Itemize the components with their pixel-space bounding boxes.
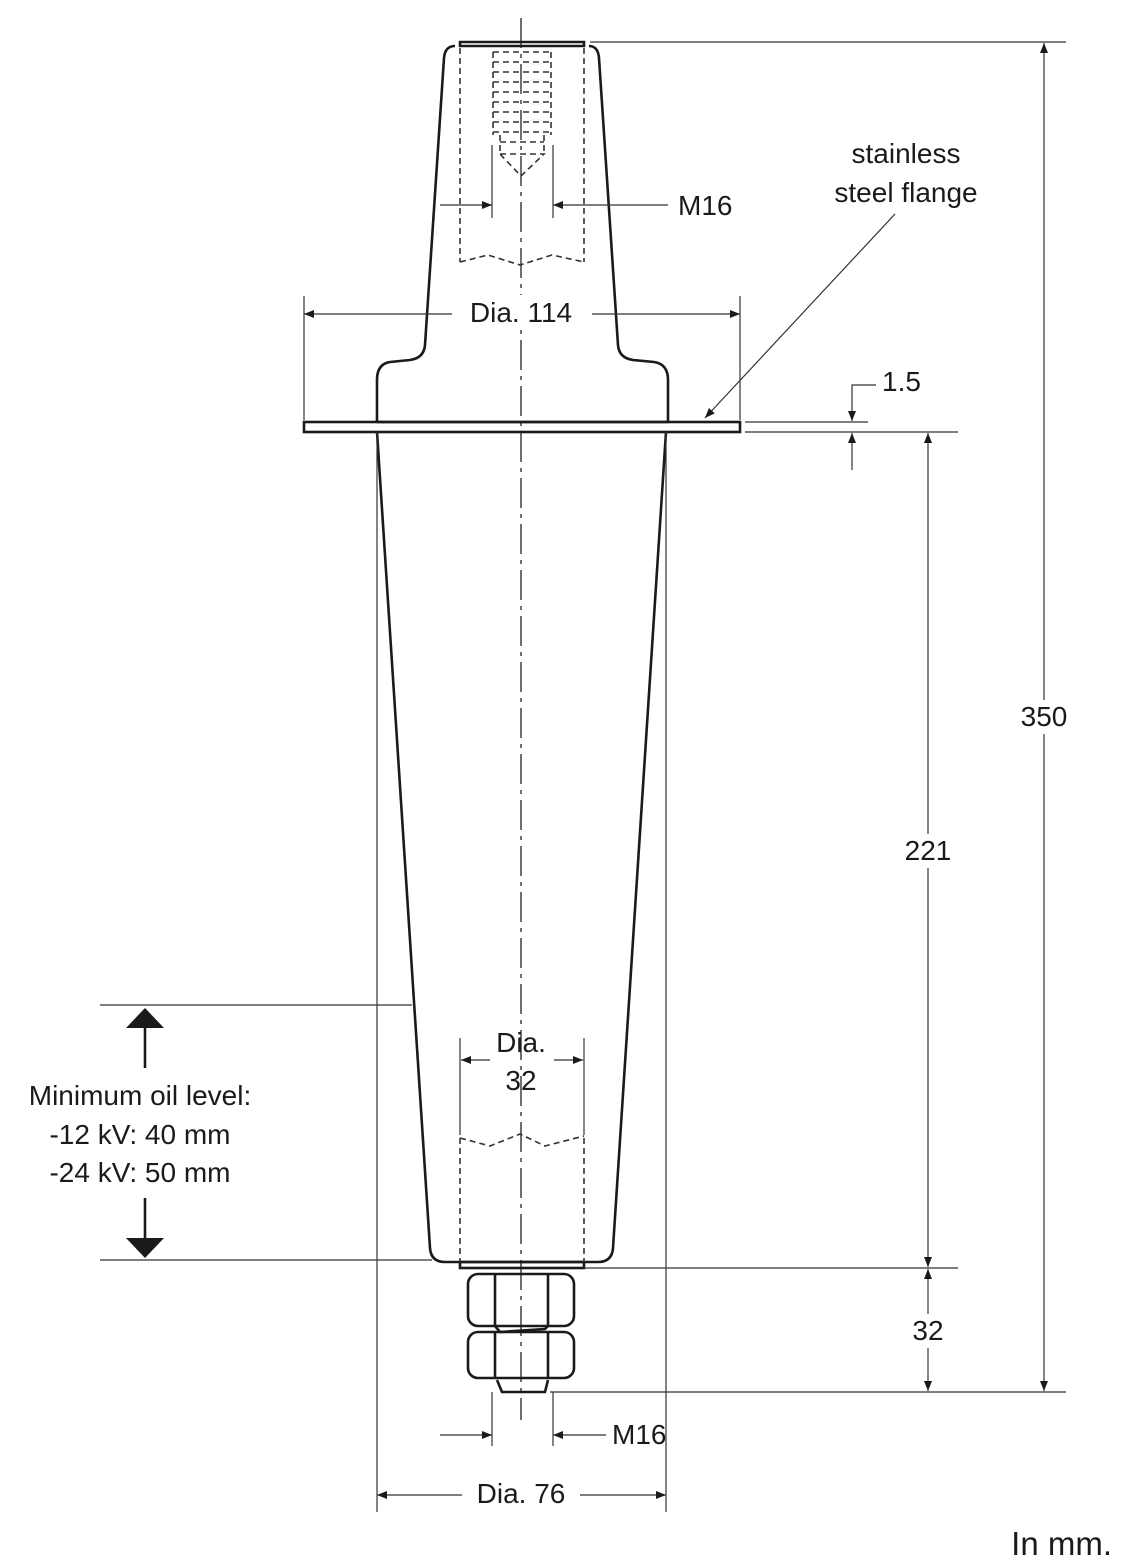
bushing-body [302,40,742,1270]
svg-text:steel flange: steel flange [834,177,977,208]
dim-dia-32: Dia. 32 [459,1027,585,1135]
oil-level-annotation: Minimum oil level: -12 kV: 40 mm -24 kV:… [29,1004,432,1261]
dim-stud-length: 32 [905,1269,951,1391]
svg-text:-12 kV: 40 mm: -12 kV: 40 mm [49,1119,230,1150]
svg-text:M16: M16 [612,1419,666,1450]
svg-text:-24 kV: 50 mm: -24 kV: 50 mm [49,1157,230,1188]
units-note: In mm. [1011,1525,1112,1559]
dim-thread-bottom: M16 [440,1392,666,1450]
dim-lower-length: 221 [584,433,958,1269]
inner-bore-bottom [459,1133,585,1262]
svg-text:221: 221 [905,835,952,866]
dim-flange-thickness: 1.5 [745,366,958,470]
svg-text:32: 32 [505,1065,536,1096]
inner-bore-top [459,48,585,266]
svg-text:1.5: 1.5 [882,366,921,397]
dim-thread-top: M16 [440,145,732,221]
dim-overall-height: 350 [550,41,1074,1393]
svg-text:32: 32 [912,1315,943,1346]
thread-top-label: M16 [678,190,732,221]
flange-callout: stainless steel flange [704,138,978,419]
svg-text:Dia. 76: Dia. 76 [477,1478,566,1509]
svg-text:Dia.: Dia. [496,1027,546,1058]
flange [302,420,742,434]
svg-text:350: 350 [1021,701,1068,732]
dim-dia-114: Dia. 114 [303,295,741,420]
dia-top-label: Dia. 114 [470,297,572,328]
svg-text:Minimum oil level:: Minimum oil level: [29,1080,252,1111]
dim-dia-76: Dia. 76 [376,432,667,1512]
hex-nuts [466,1272,576,1394]
svg-text:stainless: stainless [852,138,961,169]
